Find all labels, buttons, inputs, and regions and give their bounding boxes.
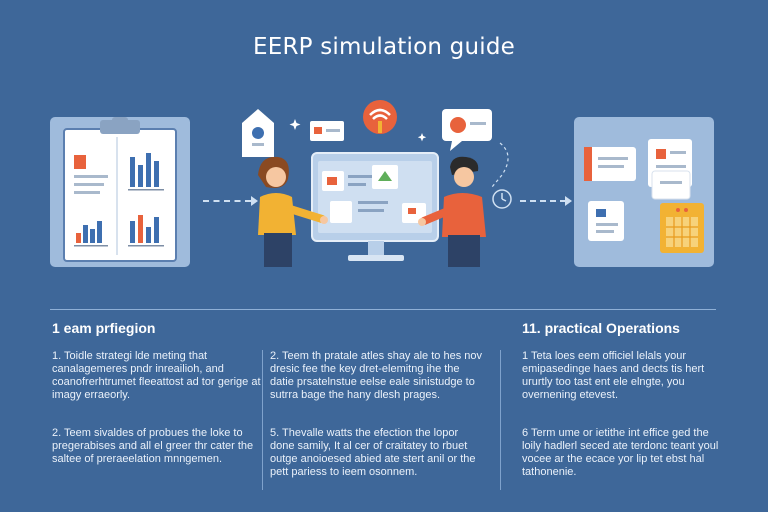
column-3-paragraph-2: 6 Term ume or ietithe int effice ged the… [522, 427, 719, 478]
page-title: EERP simulation guide [253, 34, 515, 60]
person-left-illustration [258, 156, 328, 267]
person-right-illustration [418, 156, 486, 267]
house-card-icon [242, 109, 274, 157]
column-separator-2 [500, 350, 501, 490]
column-separator-1 [262, 350, 263, 490]
center-illustration [242, 100, 512, 267]
section-heading-right: 11. practical Operations [522, 320, 680, 336]
chat-bubble-icon [442, 109, 492, 151]
column-2-paragraph-1: 2. Teem th pratale atles shay ale to hes… [270, 350, 482, 401]
text-column-2: 2. Teem th pratale atles shay ale to hes… [270, 350, 485, 504]
column-3-paragraph-1: 1 Teta loes eem officiel lelals your emi… [522, 350, 705, 401]
documents-stack-icon [584, 139, 692, 241]
left-flow-arrow-head [251, 196, 258, 206]
section-heading-left: 1 eam prfiegion [52, 320, 156, 336]
clipboard-chart-icon [63, 117, 177, 262]
right-flow-arrow-head [565, 196, 572, 206]
text-column-1: 1. Toidle strategi lde meting that canal… [52, 350, 267, 491]
text-column-3: 1 Teta loes eem officiel lelals your emi… [522, 350, 722, 504]
left-flow-arrow [203, 200, 251, 202]
wifi-signal-icon [363, 100, 397, 134]
column-1-paragraph-2: 2. Teem sivaldes of probues the loke to … [52, 427, 254, 465]
column-2-paragraph-2: 5. Thevalle watts the efection the lopor… [270, 427, 476, 478]
right-flow-arrow [520, 200, 566, 202]
folder-icon [310, 121, 344, 141]
column-1-paragraph-1: 1. Toidle strategi lde meting that canal… [52, 350, 261, 401]
section-divider [50, 309, 716, 310]
clock-icon [492, 189, 512, 209]
calendar-icon [660, 203, 704, 253]
monitor-icon [311, 152, 439, 261]
